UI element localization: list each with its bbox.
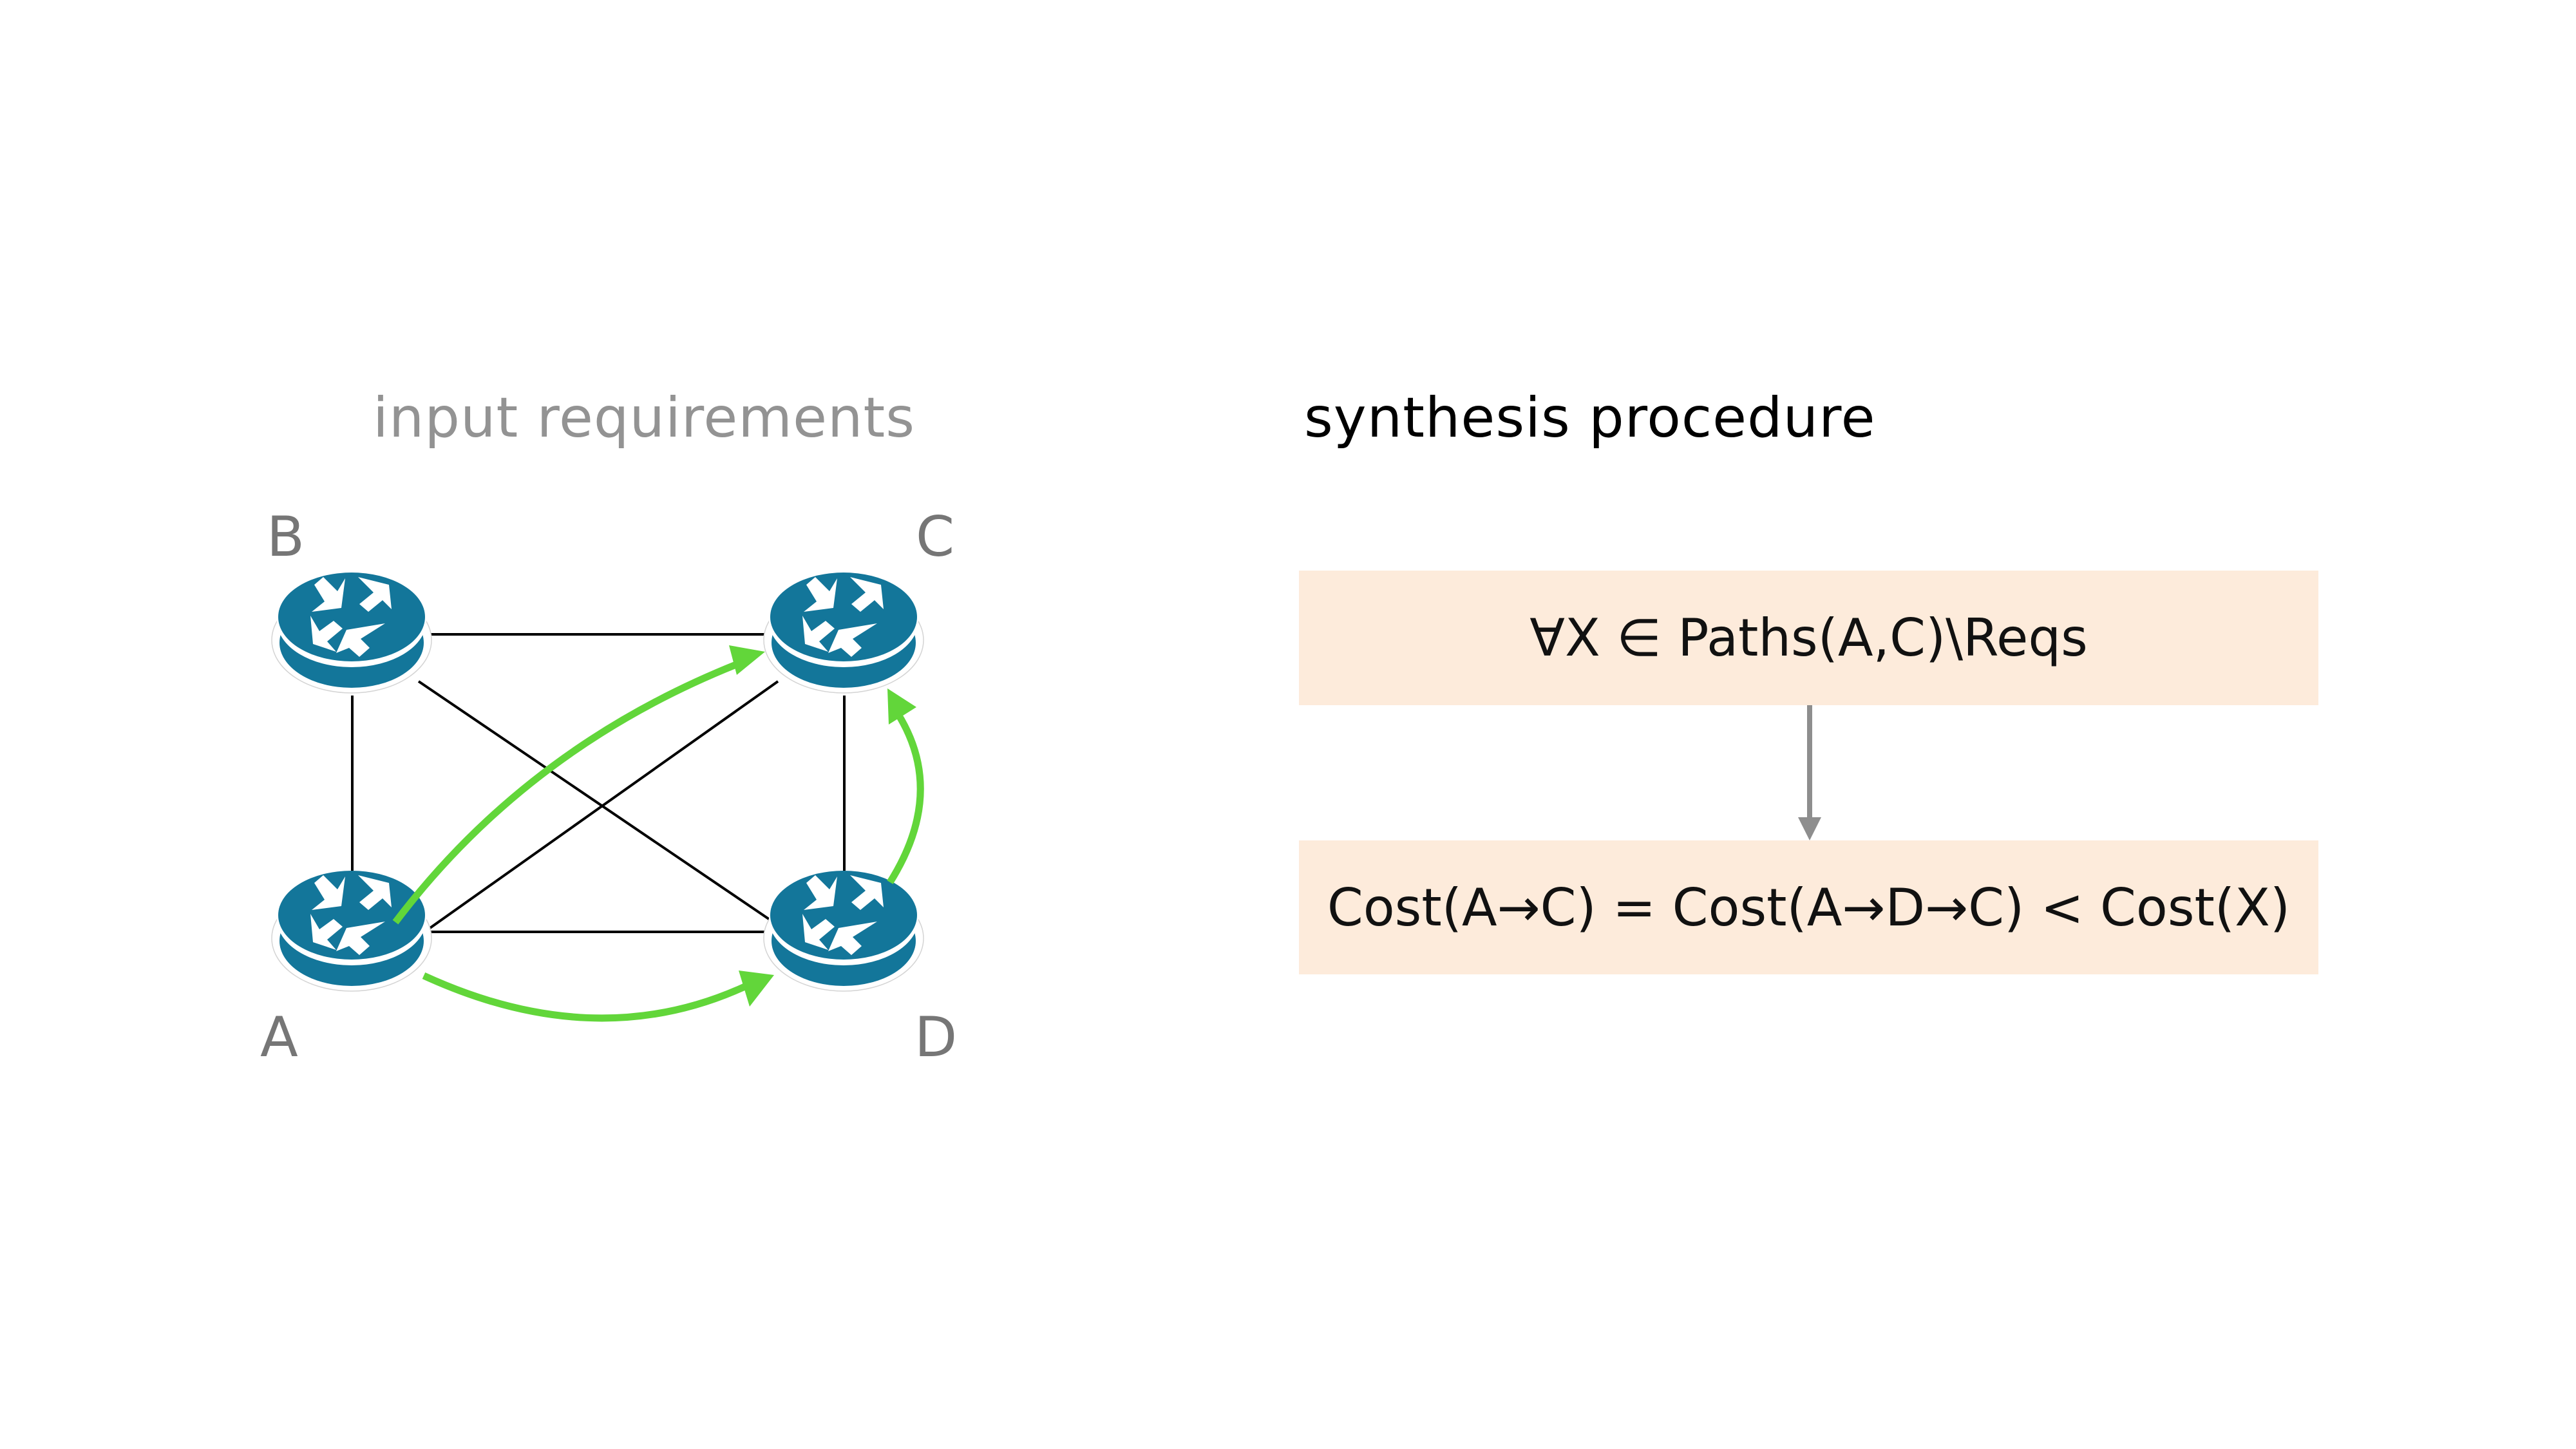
- requirement-arrow-a-c: [392, 659, 741, 925]
- router-icon: [271, 572, 432, 694]
- step-2-formula: Cost(A→C) = Cost(A→D→C) < Cost(X): [1327, 877, 2291, 938]
- input-requirements-title: input requirements: [373, 386, 916, 450]
- requirement-arrow-d-c: [887, 712, 924, 884]
- arrowhead-a-d: [739, 971, 774, 1007]
- synthesis-step-quantifier: ∀X ∈ Paths(A,C)\Reqs: [1299, 571, 2318, 705]
- router-icon: [271, 870, 432, 992]
- node-label-c: C: [916, 505, 955, 569]
- router-d[interactable]: [763, 870, 924, 992]
- arrowhead-a-c: [729, 645, 765, 675]
- link-a-c: [421, 680, 779, 935]
- router-b[interactable]: [271, 572, 432, 694]
- synthesis-step-cost-constraint: Cost(A→C) = Cost(A→D→C) < Cost(X): [1299, 840, 2318, 974]
- requirements: [392, 659, 924, 1022]
- link-b-d: [417, 680, 781, 927]
- node-label-d: D: [914, 1005, 958, 1070]
- router-c[interactable]: [763, 572, 924, 694]
- links: [351, 633, 846, 935]
- router-icon: [763, 572, 924, 694]
- arrowhead-d-c: [887, 688, 916, 724]
- requirement-arrow-a-d: [422, 972, 752, 1022]
- router-a[interactable]: [271, 870, 432, 992]
- node-label-a: A: [260, 1005, 298, 1070]
- router-icon: [763, 870, 924, 992]
- step-1-formula: ∀X ∈ Paths(A,C)\Reqs: [1530, 608, 2088, 668]
- node-label-b: B: [267, 505, 305, 569]
- synthesis-procedure-title: synthesis procedure: [1304, 386, 1876, 450]
- flow-arrow-icon: [1798, 705, 1821, 840]
